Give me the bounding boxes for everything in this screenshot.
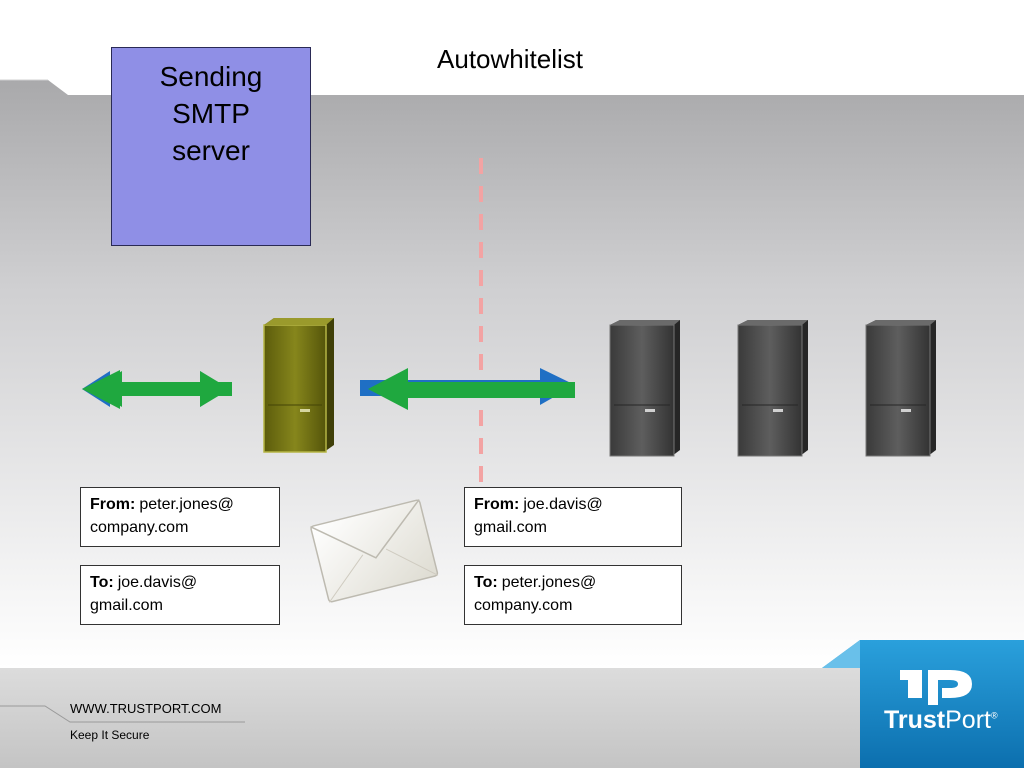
smtp-box-line: server: [172, 135, 250, 166]
right-to-box: To:peter.jones@ company.com: [464, 565, 682, 625]
trustport-logo-icon: [822, 640, 1024, 768]
server-icon: [737, 320, 808, 457]
right-from-box: From:joe.davis@ gmail.com: [464, 487, 682, 547]
footer-website-link[interactable]: WWW.TRUSTPORT.COM: [70, 701, 222, 716]
to-value-line2: gmail.com: [90, 597, 163, 614]
slide-title: Autowhitelist: [437, 44, 583, 74]
left-from-box: From:peter.jones@ company.com: [80, 487, 280, 547]
server-icon: [609, 320, 680, 457]
from-value: joe.davis@: [523, 496, 603, 513]
from-value-line2: company.com: [90, 519, 189, 536]
left-to-box: To:joe.davis@ gmail.com: [80, 565, 280, 625]
brand-name-regular: Port: [945, 706, 991, 734]
double-arrow-icon: [82, 370, 232, 409]
brand-name-bold: Trust: [884, 706, 946, 734]
smtp-box-line: Sending: [159, 61, 263, 92]
brand-name: TrustPort®: [884, 706, 998, 735]
smtp-box-line: SMTP: [172, 98, 250, 129]
to-value: peter.jones@: [501, 574, 597, 591]
to-label: To:: [90, 574, 114, 591]
double-arrow-icon: [360, 368, 575, 410]
sending-smtp-server-box: Sending SMTP server: [111, 47, 311, 246]
to-label: To:: [474, 574, 498, 591]
footer-slogan: Keep It Secure: [70, 728, 150, 742]
server-icon: [865, 320, 936, 457]
from-label: From:: [90, 496, 136, 513]
to-value-line2: company.com: [474, 597, 573, 614]
to-value: joe.davis@: [117, 574, 198, 591]
registered-mark: ®: [990, 710, 998, 721]
server-icon: [263, 318, 334, 453]
from-value-line2: gmail.com: [474, 519, 547, 536]
envelope-icon: [310, 499, 439, 603]
from-value: peter.jones@: [139, 496, 234, 513]
from-label: From:: [474, 496, 520, 513]
